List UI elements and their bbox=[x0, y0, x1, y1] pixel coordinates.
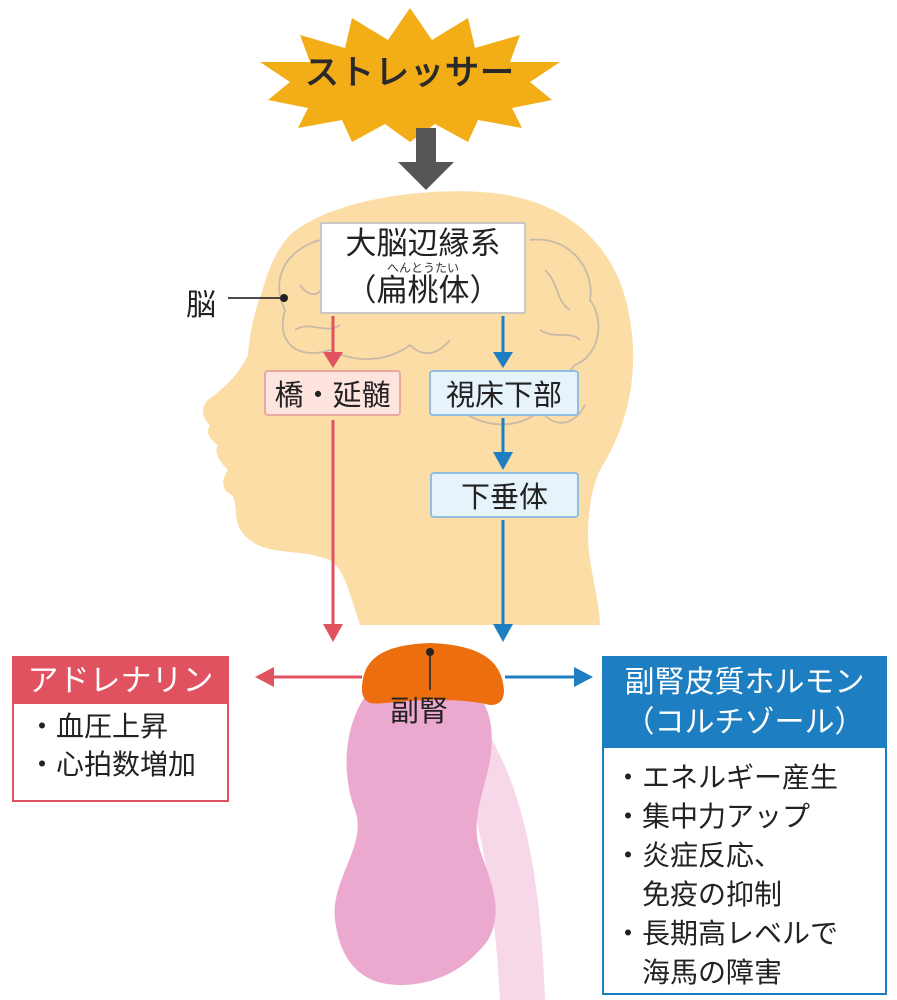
brain-label: 脳 bbox=[186, 288, 216, 323]
stressor-label: ストレッサー bbox=[305, 53, 515, 93]
blue-arrow-pituitary-to-adrenal bbox=[493, 520, 513, 642]
limbic-ruby: へんとうたい bbox=[386, 261, 459, 275]
red-arrow-to-adrenaline bbox=[255, 667, 362, 687]
pituitary-box: 下垂体 bbox=[430, 472, 579, 518]
cortisol-title: 副腎皮質ホルモン （コルチゾール） bbox=[604, 658, 885, 748]
adrenal-label: 副腎 bbox=[390, 694, 449, 728]
cortisol-effect: ・集中力アップ bbox=[614, 800, 811, 833]
limbic-system-box: 大脳辺縁系 へんとうたい （扁桃体） bbox=[320, 222, 526, 314]
cortisol-panel: 副腎皮質ホルモン （コルチゾール） ・エネルギー産生 ・集中力アップ ・炎症反応… bbox=[602, 656, 887, 995]
adrenaline-effect: ・血圧上昇 bbox=[28, 710, 169, 743]
red-arrow-limbic-to-pons bbox=[323, 316, 343, 368]
cortisol-title-line1: 副腎皮質ホルモン bbox=[624, 665, 865, 700]
cortisol-effect: 免疫の抑制 bbox=[614, 878, 783, 911]
cortisol-effects: ・エネルギー産生 ・集中力アップ ・炎症反応、 免疫の抑制 ・長期高レベルで 海… bbox=[604, 748, 885, 992]
cortisol-effect: ・長期高レベルで bbox=[614, 917, 839, 950]
pons-medulla-box: 橋・延髄 bbox=[264, 370, 401, 416]
adrenaline-title: アドレナリン bbox=[14, 658, 227, 704]
stressor-arrow bbox=[398, 128, 454, 190]
kidney-shape bbox=[334, 690, 496, 985]
blue-arrow-to-cortisol bbox=[505, 667, 593, 687]
red-arrow-pons-to-adrenal bbox=[323, 420, 343, 642]
stressor-burst bbox=[260, 8, 560, 142]
cortisol-title-line2: （コルチゾール） bbox=[624, 705, 865, 740]
adrenal-pointer-dot bbox=[426, 648, 434, 656]
cortisol-effect: ・炎症反応、 bbox=[614, 839, 783, 872]
cortisol-effect: ・エネルギー産生 bbox=[614, 761, 839, 794]
limbic-line2: （扁桃体） bbox=[345, 273, 501, 309]
adrenaline-effects: ・血圧上昇 ・心拍数増加 bbox=[14, 704, 227, 784]
blue-arrow-limbic-to-hypothalamus bbox=[493, 316, 513, 368]
adrenal-gland bbox=[362, 643, 504, 705]
limbic-line1: 大脳辺縁系 bbox=[345, 226, 501, 262]
cortisol-effect: 海馬の障害 bbox=[614, 956, 783, 989]
hypothalamus-box: 視床下部 bbox=[429, 370, 579, 416]
blue-arrow-hypothalamus-to-pituitary bbox=[493, 418, 513, 470]
adrenaline-panel: アドレナリン ・血圧上昇 ・心拍数増加 bbox=[12, 656, 229, 802]
brain-pointer-dot bbox=[280, 294, 288, 302]
adrenaline-effect: ・心拍数増加 bbox=[28, 748, 197, 781]
